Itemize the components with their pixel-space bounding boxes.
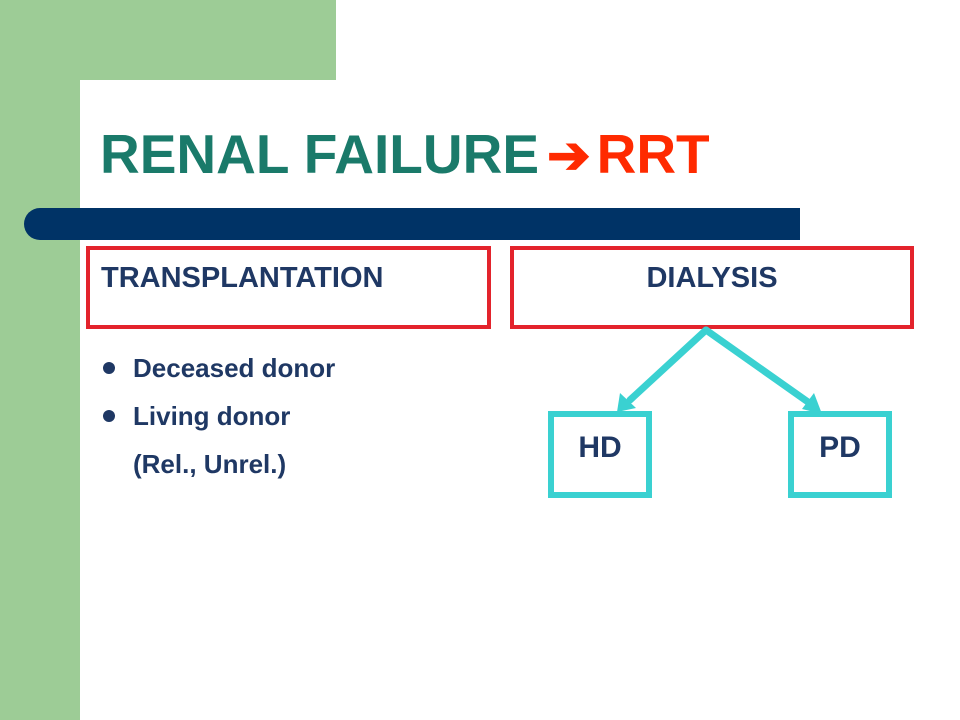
top-green-band	[80, 0, 336, 80]
hd-label: HD	[578, 431, 622, 464]
arrowhead-pd	[802, 393, 822, 414]
arrow-to-pd	[702, 326, 812, 406]
right-arrow-icon: ➔	[547, 127, 591, 185]
sidebar-green-bar	[0, 0, 80, 720]
slide-title: RENAL FAILURE➔RRT	[100, 118, 710, 192]
dialysis-box: DIALYSIS	[510, 246, 914, 329]
title-divider-bar	[24, 208, 800, 240]
list-item-deceased-donor: Deceased donor	[103, 344, 335, 392]
arrowhead-hd	[617, 393, 636, 412]
transplantation-list: Deceased donor Living donor (Rel., Unrel…	[103, 344, 335, 488]
transplantation-heading: TRANSPLANTATION	[101, 262, 384, 294]
hd-box: HD	[548, 411, 652, 498]
transplantation-box: TRANSPLANTATION	[86, 246, 491, 329]
list-item-living-donor: Living donor	[103, 392, 335, 440]
pd-label: PD	[819, 431, 861, 464]
arrow-to-hd	[626, 326, 710, 404]
pd-box: PD	[788, 411, 892, 498]
dialysis-heading: DIALYSIS	[646, 262, 778, 294]
list-note-related-unrelated: (Rel., Unrel.)	[133, 449, 287, 479]
title-renal-failure: RENAL FAILURE	[100, 123, 540, 185]
title-rrt: RRT	[596, 123, 710, 185]
